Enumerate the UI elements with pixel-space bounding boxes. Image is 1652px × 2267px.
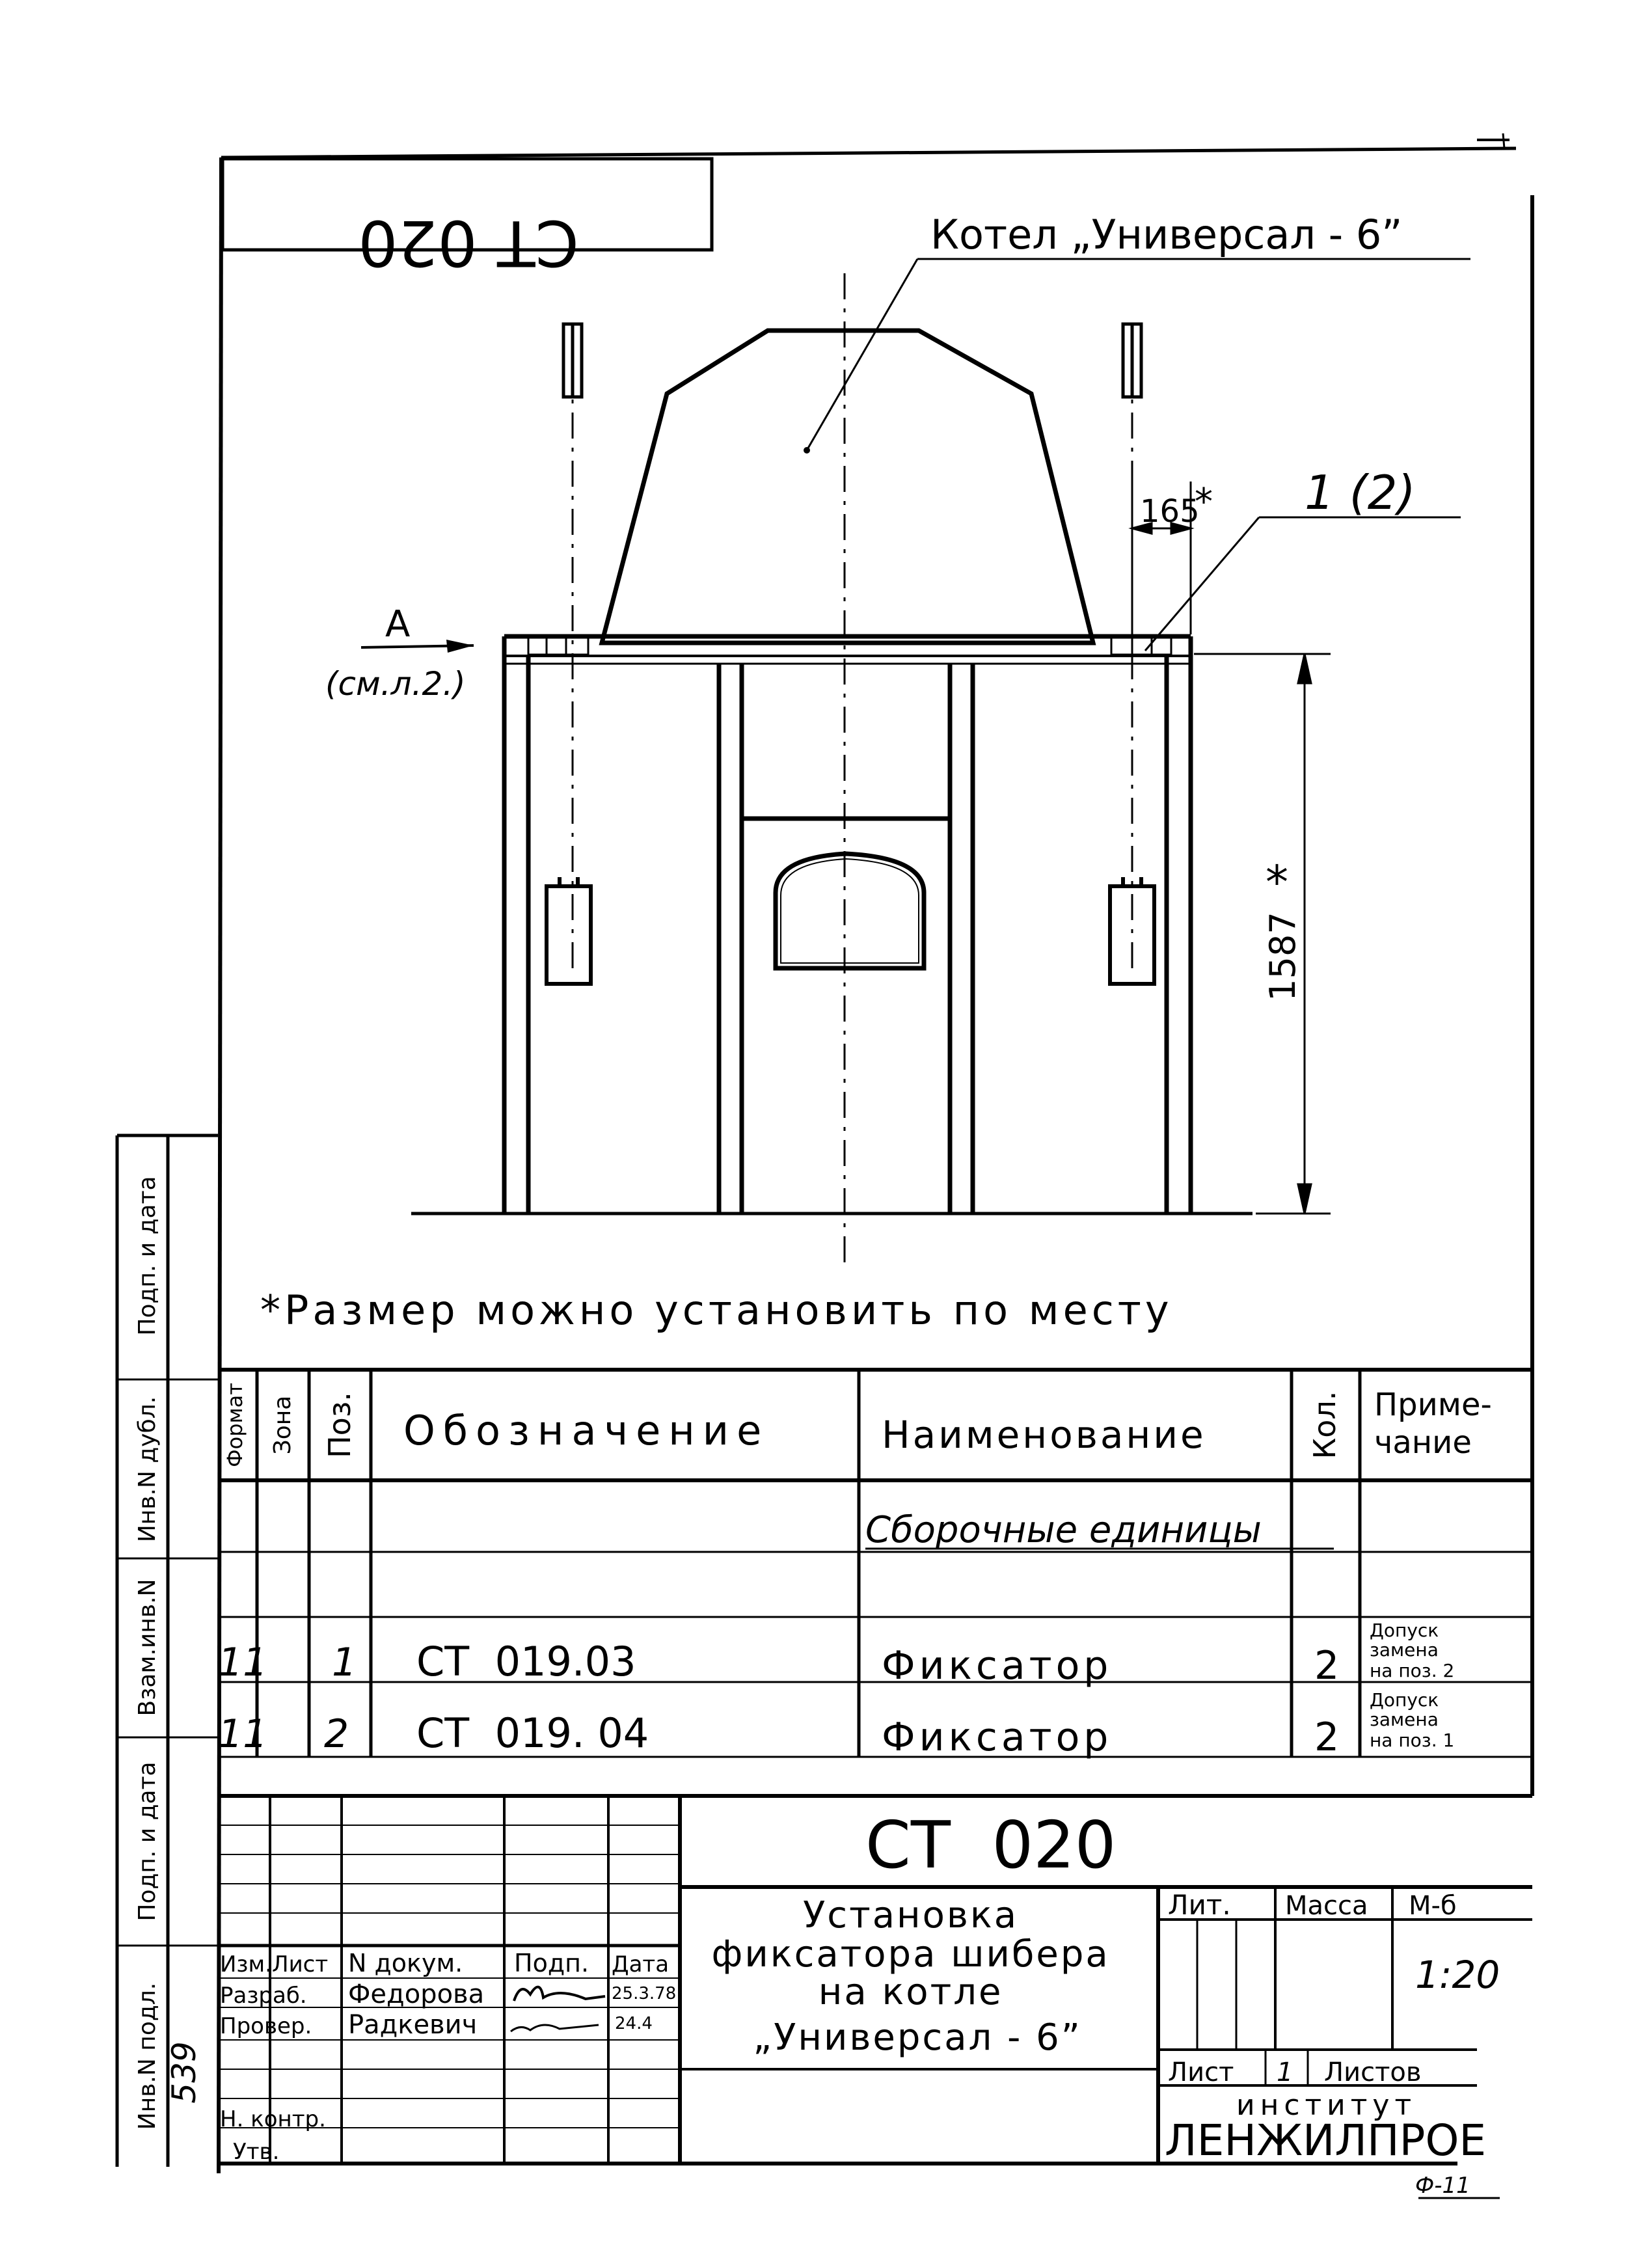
header-qty: Кол. [1307,1391,1342,1459]
stand-frame [502,634,1193,1214]
scale-label: М-б [1409,1891,1457,1921]
row-pos: 1 [332,1640,357,1685]
role-developer: Разраб. [220,1983,307,2009]
title-block-grid [218,1796,1532,2165]
header-designation: Обозначение [403,1407,769,1454]
pos-label: 1 (2) [1305,465,1416,520]
col-sign: Подп. [514,1949,589,1977]
row-note: Допуск замена на поз. 2 [1370,1620,1454,1681]
date-checker: 24.4 [615,2014,653,2033]
name-checker: Радкевич [348,2010,477,2040]
side-dup-inv: Инв.N дубл. [134,1396,161,1542]
center-lines [571,273,1133,1262]
dimension-165 [1128,482,1195,634]
header-note: Приме-чание [1374,1387,1492,1461]
firebox-door-inner [780,858,919,964]
role-approved: Утв. [233,2139,279,2165]
side-fixtures [545,877,1156,986]
top-fixtures [562,322,1143,399]
name-developer: Федорова [348,1979,484,2009]
header-format: Формат [223,1383,247,1467]
side-sign-date-2: Подп. и дата [134,1761,161,1921]
row-name: Фиксатор [882,1643,1112,1689]
sheet-frame [217,133,1534,2174]
drawing-title: Установка фиксатора шибера на котле „Уни… [711,1894,1123,2059]
col-izm: Изм. [220,1951,272,1977]
pos-leader [1144,517,1260,651]
row-note: Допуск замена на поз. 1 [1370,1689,1454,1751]
boiler-body [599,328,1096,645]
date-developer: 25.3.78 [612,1984,676,2003]
institute-name: ЛЕНЖИЛПРОЕ [1165,2115,1486,2165]
sheets-label: Листов [1324,2057,1421,2087]
spec-table-grid [218,1368,1532,1798]
sheet-label: Лист [1168,2057,1234,2087]
sheet-number: 1 [1277,2057,1293,2087]
form-code: Ф-11 [1415,2173,1470,2199]
row-qty: 2 [1314,1643,1339,1689]
side-columns-grid [115,1134,218,2167]
side-sign-date-1: Подп. и дата [134,1176,161,1335]
role-norm-control: Н. контр. [220,2106,326,2132]
drawing-code: CT 020 [865,1807,1116,1883]
header-pos: Поз. [322,1392,357,1458]
mass-label: Масса [1285,1891,1368,1921]
row-pos: 2 [324,1711,349,1757]
firebox-door [773,851,927,971]
spec-row-1: 11 1 CT 019.03 Фиксатор 2 Допуск замена … [218,1620,1454,1689]
header-name: Наименование [882,1413,1206,1457]
spec-row-2: 11 2 CT 019. 04 Фиксатор 2 Допуск замена… [218,1689,1454,1760]
row-format: 11 [218,1640,267,1685]
dim-side-value: 1587 [1262,912,1303,1001]
dim-side-asterisk: * [1266,856,1288,909]
dim-top-value: 165 [1140,493,1200,530]
boiler-leader [806,258,919,451]
header-zone: Зона [269,1396,296,1455]
side-number: 539 [165,2041,203,2103]
dim-top-asterisk: * [1195,481,1213,523]
signature-checker [510,2024,599,2033]
row-designation: CT 019.03 [416,1638,636,1685]
view-letter: A [385,603,410,645]
side-replace-inv: Взам.инв.N [134,1579,161,1716]
institute-label: институт [1236,2089,1416,2122]
side-orig-inv: Инв.N подл. [134,1983,161,2130]
row-designation: CT 019. 04 [416,1709,649,1757]
lit-label: Лит. [1168,1889,1231,1921]
row-name: Фиксатор [882,1715,1112,1760]
beam-clamps [527,636,1172,656]
row-format: 11 [218,1711,267,1757]
boiler-label: Котел „Универсал - 6” [930,211,1402,258]
view-arrow-head [446,640,474,653]
stamp-code-rotated: CT 020 [358,206,578,279]
col-doc: N докум. [348,1949,463,1977]
dimension-note: *Размер можно установить по месту [260,1286,1173,1334]
scale-value: 1:20 [1415,1953,1500,1997]
col-date: Дата [612,1951,669,1977]
col-list: Лист [272,1951,328,1977]
role-checker: Провер. [220,2013,312,2039]
row-qty: 2 [1314,1715,1339,1760]
section-title: Сборочные единицы [865,1509,1262,1551]
signature-developer [513,1985,606,2002]
view-ref: (см.л.2.) [325,665,466,703]
dimension-1587 [1194,653,1331,1215]
